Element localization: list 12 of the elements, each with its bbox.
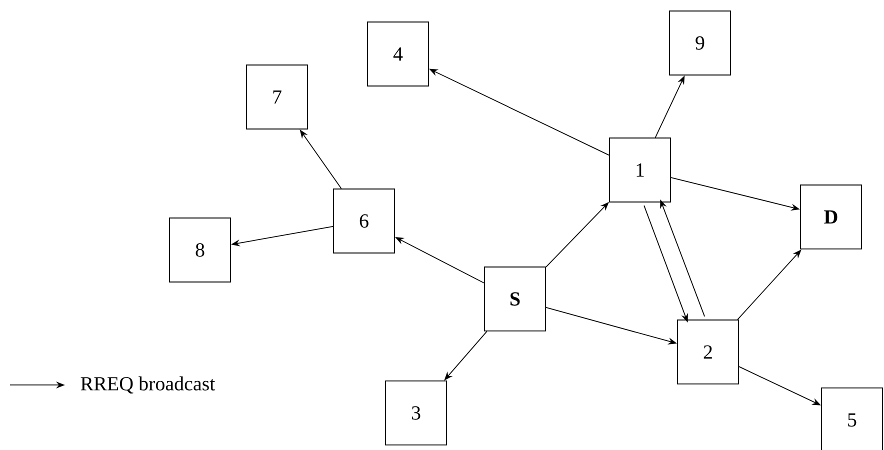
node-box: D xyxy=(800,184,862,250)
node-box: 6 xyxy=(333,188,395,254)
node-box: 2 xyxy=(677,320,739,384)
node-box: 1 xyxy=(609,138,671,202)
node-box: 5 xyxy=(821,388,883,450)
node-box: 7 xyxy=(246,64,308,130)
node-box: 4 xyxy=(367,22,429,86)
node-box: 3 xyxy=(385,380,447,446)
legend-text: RREQ broadcast xyxy=(80,376,216,394)
node-box: S xyxy=(484,266,546,332)
node-box: 9 xyxy=(669,10,731,76)
node-box: 8 xyxy=(169,218,231,282)
